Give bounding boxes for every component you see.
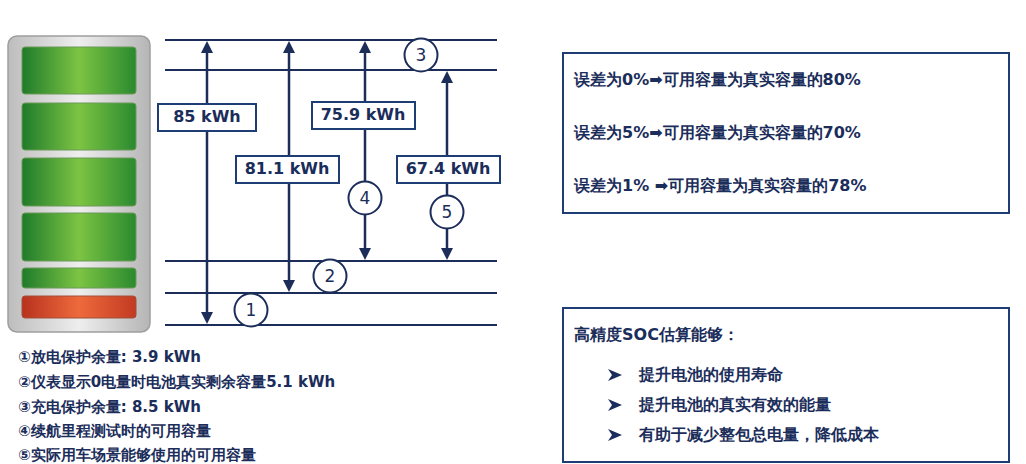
value-box: 85 kWh bbox=[157, 103, 257, 132]
legend-note: ③充电保护余量: 8.5 kWh bbox=[18, 397, 201, 417]
panel-heading-row: 高精度SOC估算能够： bbox=[574, 323, 998, 347]
callout-number: 5 bbox=[429, 194, 465, 230]
callout-number: 2 bbox=[312, 258, 348, 294]
legend-note: ④续航里程测试时的可用容量 bbox=[18, 421, 211, 441]
bullet-arrow bbox=[607, 367, 623, 383]
value-box: 75.9 kWh bbox=[311, 101, 416, 130]
bullet-row: 提升电池的使用寿命 bbox=[574, 363, 998, 387]
note-text: 误差为1% ➡可用容量为真实容量的78% bbox=[574, 176, 866, 195]
callout-digit: 3 bbox=[416, 45, 427, 65]
panel-heading: 高精度SOC估算能够： bbox=[574, 325, 739, 344]
value-box: 67.4 kWh bbox=[396, 155, 501, 184]
summary-panel: 高精度SOC估算能够： 提升电池的使用寿命提升电池的真实有效的能量有助于减少整包总… bbox=[562, 307, 1010, 463]
legend-note: ⑤实际用车场景能够使用的可用容量 bbox=[18, 445, 256, 464]
legend-note: ①放电保护余量: 3.9 kWh bbox=[18, 347, 201, 367]
capacity-value: 67.4 kWh bbox=[406, 159, 491, 179]
callout-number: 4 bbox=[347, 180, 383, 216]
legend-note: ②仪表显示0电量时电池真实剩余容量5.1 kWh bbox=[18, 372, 335, 392]
value-box: 81.1 kWh bbox=[235, 155, 340, 184]
note-text: 误差为5%➡可用容量为真实容量的70% bbox=[574, 123, 861, 142]
note-row: 误差为5%➡可用容量为真实容量的70% bbox=[574, 121, 998, 145]
bullet-arrow bbox=[607, 427, 623, 443]
bullet-row: 有助于减少整包总电量，降低成本 bbox=[574, 423, 998, 447]
callout-number: 1 bbox=[233, 292, 269, 328]
callout-digit: 5 bbox=[442, 202, 453, 222]
bullet-row: 提升电池的真实有效的能量 bbox=[574, 393, 998, 417]
bullet-text: 有助于减少整包总电量，降低成本 bbox=[639, 425, 879, 444]
callout-number: 3 bbox=[403, 37, 439, 73]
bullet-text: 提升电池的真实有效的能量 bbox=[639, 395, 831, 414]
callout-digit: 4 bbox=[360, 188, 371, 208]
callout-digit: 2 bbox=[325, 266, 336, 286]
callout-digit: 1 bbox=[246, 300, 257, 320]
note-panel: 误差为0%➡可用容量为真实容量的80% 误差为5%➡可用容量为真实容量的70% 误差… bbox=[562, 52, 1010, 214]
note-text: 误差为0%➡可用容量为真实容量的80% bbox=[574, 70, 861, 89]
note-row: 误差为0%➡可用容量为真实容量的80% bbox=[574, 68, 998, 92]
battery bbox=[8, 36, 150, 332]
capacity-value: 81.1 kWh bbox=[245, 159, 330, 179]
capacity-value: 75.9 kWh bbox=[321, 105, 406, 125]
note-row: 误差为1% ➡可用容量为真实容量的78% bbox=[574, 174, 998, 198]
bullet-text: 提升电池的使用寿命 bbox=[639, 365, 783, 384]
bullet-arrow bbox=[607, 397, 623, 413]
capacity-value: 85 kWh bbox=[173, 107, 241, 127]
